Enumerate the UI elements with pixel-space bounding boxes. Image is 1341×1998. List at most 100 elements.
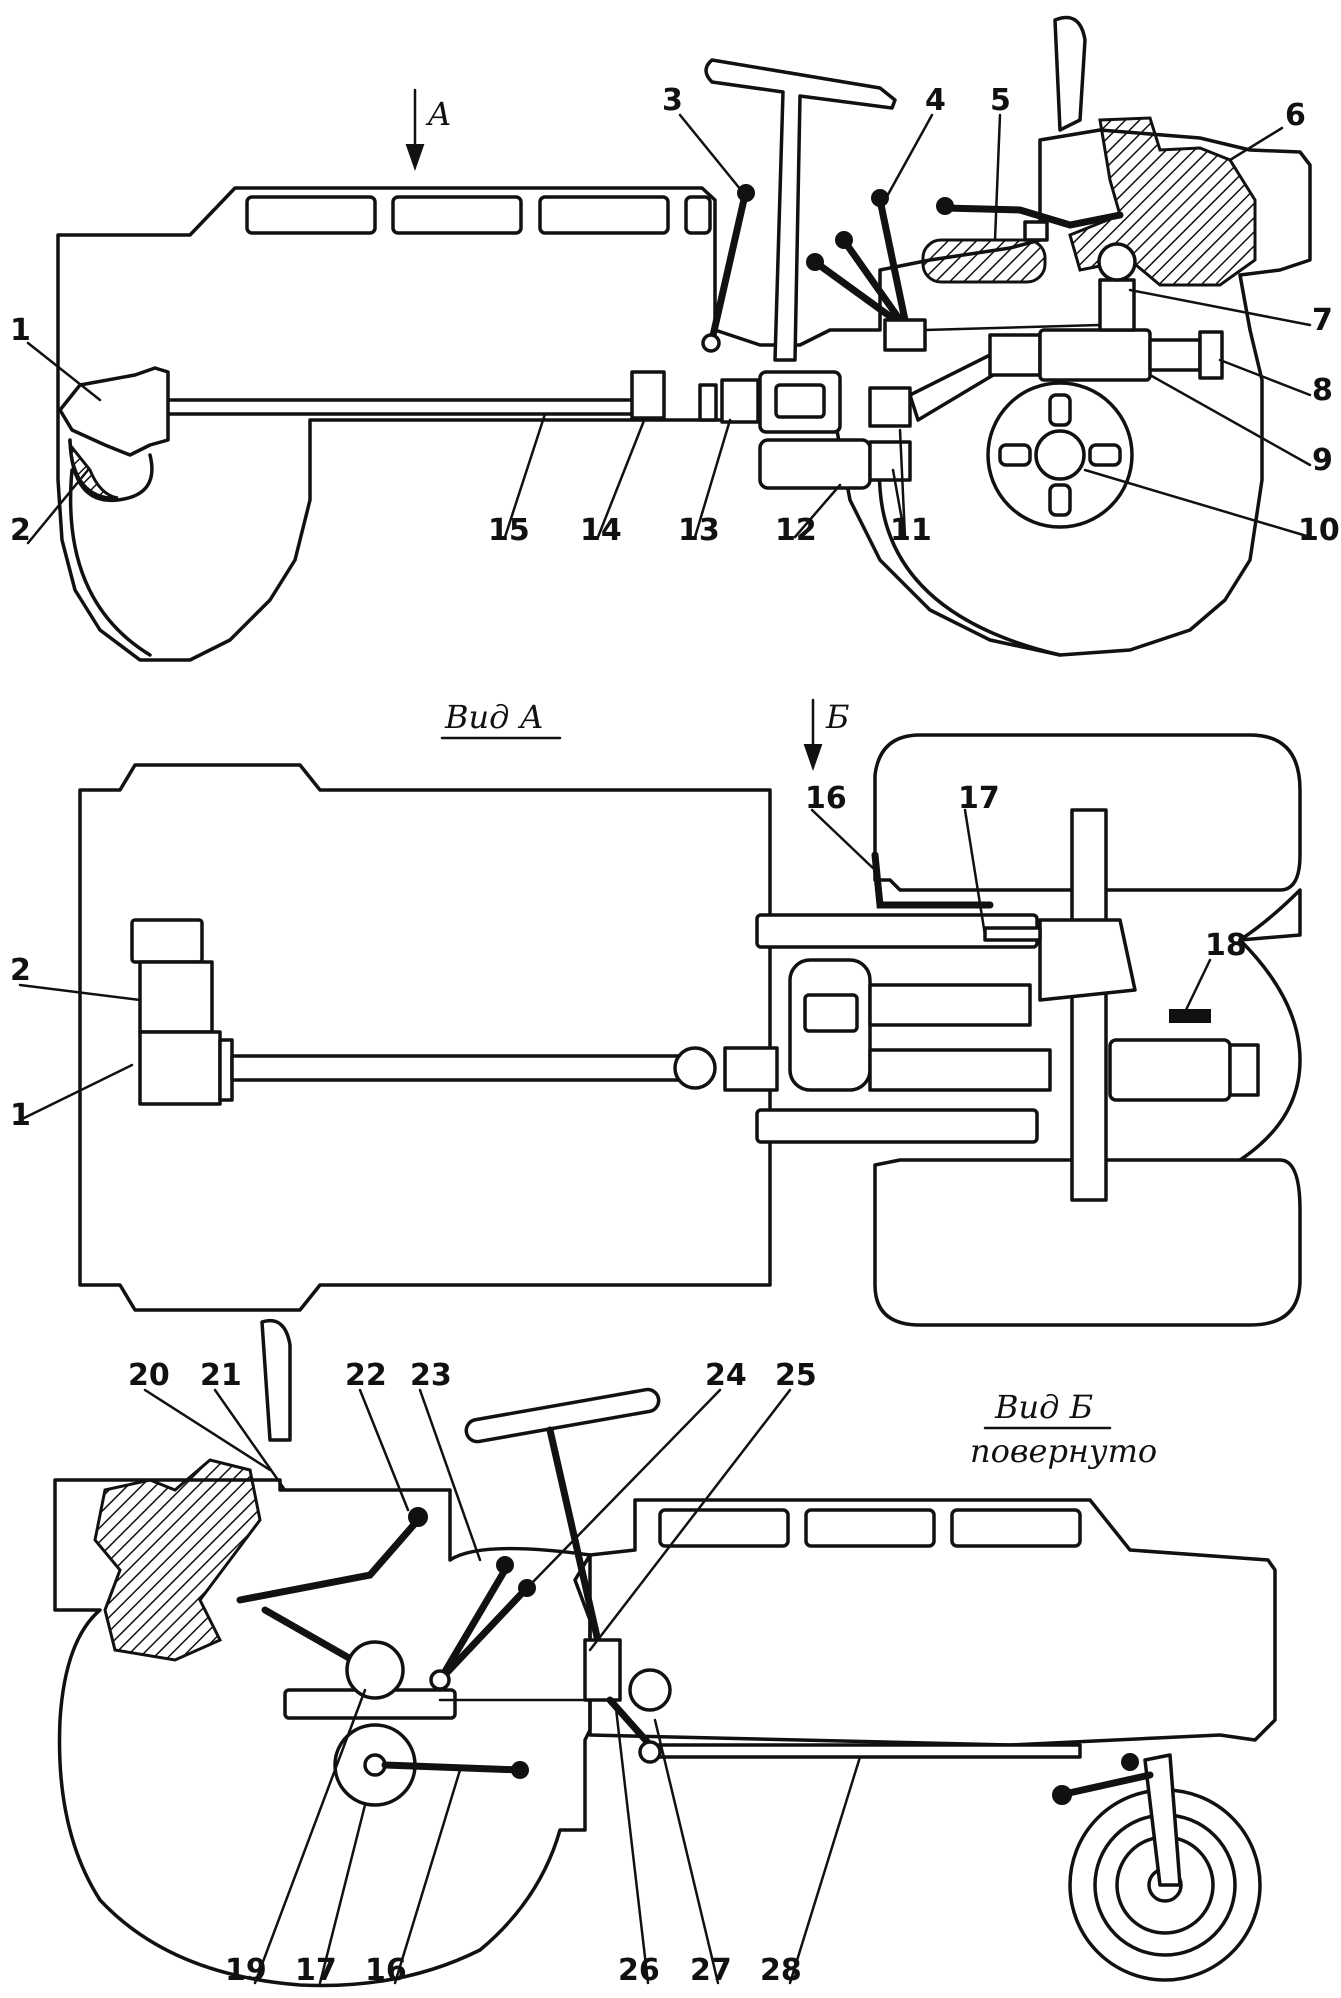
bolt-18 [1169, 1009, 1211, 1023]
flange [218, 1038, 234, 1102]
lever-knob [496, 1556, 514, 1574]
control-lever [876, 196, 909, 324]
callout-24: 24 [705, 1358, 747, 1393]
engine [93, 1458, 262, 1662]
side-view: A 1 2 3 4 5 6 7 8 [10, 15, 1340, 662]
leaders-mid [18, 808, 1212, 1122]
ball-joint [1052, 1785, 1072, 1805]
rear-wheel-plan [873, 733, 1302, 892]
lever-knob [737, 184, 755, 202]
callout-16b: 16 [365, 1953, 407, 1988]
steering-wheel [464, 1387, 661, 1444]
front-belt [68, 440, 119, 500]
view-b-title: Вид Б [994, 1388, 1093, 1426]
rear-wheel [877, 458, 1062, 657]
callout-13: 13 [678, 513, 720, 548]
callout-9: 9 [1312, 443, 1333, 478]
ball-joint [1121, 1753, 1139, 1771]
lever-knob [806, 253, 824, 271]
lever-pivot [429, 1669, 451, 1691]
housing-1 [138, 1030, 222, 1106]
axle-9 [1038, 328, 1152, 382]
u-joint [868, 386, 912, 428]
lever-knob [511, 1761, 529, 1779]
gearbox [758, 370, 842, 434]
callout-12: 12 [775, 513, 817, 548]
lever-base [883, 318, 927, 352]
callout-8: 8 [1312, 373, 1333, 408]
lever-3 [708, 191, 749, 344]
lever-knob [936, 197, 954, 215]
callout-2: 2 [10, 513, 31, 548]
flange-13 [698, 383, 718, 422]
callout-25: 25 [775, 1358, 817, 1393]
hub-8 [1198, 330, 1224, 380]
lever-pivot [701, 333, 721, 353]
seat-back [260, 1319, 292, 1442]
callout-19: 19 [225, 1953, 267, 1988]
hub [1228, 1043, 1260, 1097]
lever-knob [871, 189, 889, 207]
steering-wheel [704, 58, 897, 362]
lever-23 [436, 1566, 509, 1684]
callout-14: 14 [580, 513, 622, 548]
callout-22: 22 [345, 1358, 387, 1393]
body-edge [1238, 938, 1302, 1162]
view-a-title: Вид А [444, 698, 544, 736]
body-edge [1238, 888, 1302, 942]
callout-1: 1 [10, 313, 31, 348]
window [658, 1508, 790, 1548]
cardan [868, 1048, 1052, 1092]
lever-16 [381, 1761, 524, 1774]
callouts-bottom: 20 21 22 23 24 25 19 17 16 26 27 28 [128, 1358, 817, 1988]
pulley-7 [1097, 242, 1137, 282]
u-joint [868, 440, 912, 482]
ball-joint [638, 1740, 662, 1764]
pulley-column [1098, 278, 1136, 332]
coupling-13 [720, 378, 760, 424]
arrowhead [803, 744, 823, 772]
pulley-19 [345, 1640, 405, 1700]
housing-top [130, 918, 204, 964]
callout-26: 26 [618, 1953, 660, 1988]
window [245, 195, 377, 235]
lever-knob [408, 1507, 428, 1527]
callout-6: 6 [1285, 98, 1306, 133]
callout-1b: 1 [10, 1098, 31, 1133]
reducer-12 [758, 438, 872, 490]
callout-16: 16 [805, 781, 847, 816]
sprocket-hole [1048, 483, 1072, 517]
window [684, 195, 712, 235]
drive-shaft [158, 398, 642, 416]
callout-27: 27 [690, 1953, 732, 1988]
leaders-top [26, 113, 1312, 545]
window [950, 1508, 1082, 1548]
front-fork [1143, 1753, 1182, 1887]
rear-axle [1070, 808, 1108, 1202]
callout-18: 18 [1205, 928, 1247, 963]
callout-17: 17 [958, 781, 1000, 816]
control-lever [811, 258, 899, 324]
sprocket-hole [998, 443, 1032, 467]
callout-7: 7 [1312, 303, 1333, 338]
tractor-body-outline [56, 128, 1312, 662]
coupling [723, 1046, 779, 1092]
axle-housing-18 [1108, 1038, 1232, 1102]
housing-2 [138, 960, 214, 1034]
control-lever [841, 238, 904, 324]
tie-rod-28 [648, 1743, 1082, 1759]
u-joint [988, 333, 1042, 377]
tank-cap [1023, 220, 1049, 242]
body-side-outline [573, 1498, 1277, 1747]
rear-wheel-plan [873, 1158, 1302, 1327]
callouts-top: 1 2 3 4 5 6 7 8 9 10 11 12 13 14 15 [10, 83, 1340, 548]
callout-20: 20 [128, 1358, 170, 1393]
front-wheel [68, 468, 152, 657]
bracket [1038, 918, 1137, 1002]
callout-5: 5 [990, 83, 1011, 118]
callout-17b: 17 [295, 1953, 337, 1988]
callout-21: 21 [200, 1358, 242, 1393]
sprocket-hub [1034, 429, 1086, 481]
fuel-tank [921, 238, 1047, 284]
coupling [673, 1046, 717, 1090]
